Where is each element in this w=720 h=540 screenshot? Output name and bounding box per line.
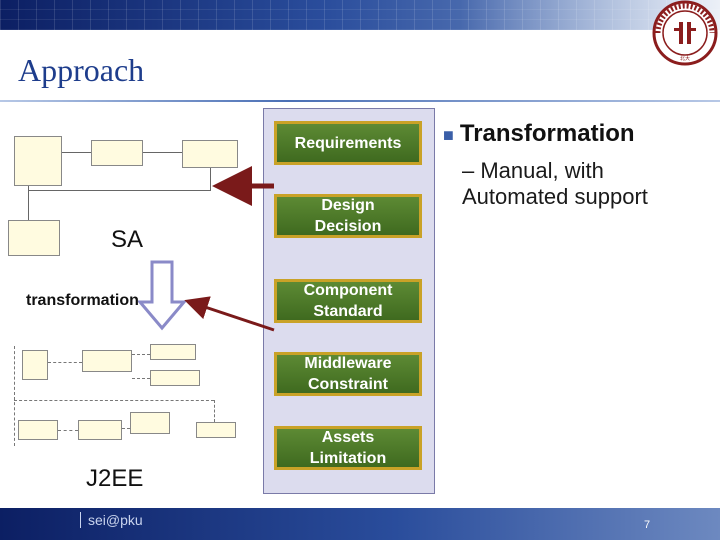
j2ee-connector [122,428,130,429]
bullet-main-text: Transformation [459,120,635,147]
j2ee-component-box [22,350,48,380]
header-band [0,0,720,30]
slide-title: Approach [18,52,145,88]
j2ee-connector [48,362,82,363]
sa-architecture-diagram [6,128,258,263]
footer-band [0,508,720,540]
title-divider [0,100,720,102]
bullet-transformation: ■Transformation [443,120,635,148]
middleware-constraint-label-line1: Middleware [304,355,392,372]
j2ee-architecture-diagram [4,340,256,460]
j2ee-component-box [82,350,132,372]
sa-label: SA [111,226,144,253]
page-number: 7 [644,519,651,531]
down-arrow-icon [138,260,186,331]
j2ee-component-box [196,422,236,438]
j2ee-component-box [150,370,200,386]
sa-connector [28,190,211,191]
j2ee-component-box [130,412,170,434]
requirements-label: Requirements [294,134,402,152]
sa-component-box [91,140,143,166]
j2ee-label: J2EE [86,465,144,492]
j2ee-connector [132,378,150,379]
sa-connector [62,152,91,153]
sa-component-box [8,220,60,256]
j2ee-connector [132,354,150,355]
sa-connector [210,168,211,190]
j2ee-connector [214,400,215,422]
transformation-label: transformation [26,292,139,309]
sa-connector [143,152,182,153]
component-standard-label-line1: Component [303,282,393,299]
sa-connector [28,186,29,220]
component-standard-label-line2: Standard [313,303,383,320]
logo-text: 北大 [680,55,690,62]
j2ee-component-box [18,420,58,440]
middleware-constraint-label-line2: Constraint [307,376,388,393]
bullet-sub-text: – Manual, with Automated support [462,158,648,209]
j2ee-component-box [78,420,122,440]
design-decision-label-line2: Decision [314,218,382,235]
bullet-square-icon: ■ [443,125,454,145]
design-decision-label-line1: Design [321,197,375,214]
assets-limitation-label-line1: Assets [321,429,375,446]
requirements-button[interactable]: Requirements [274,121,422,165]
j2ee-connector [14,400,214,401]
university-seal-logo: 北大 [652,0,718,66]
j2ee-component-box [150,344,196,360]
component-to-transformation-arrow [184,296,275,332]
footer-email: sei@pku [88,512,143,528]
footer-divider [80,512,81,528]
assets-limitation-label-line2: Limitation [309,450,387,467]
j2ee-connector [58,430,78,431]
sa-component-box [14,136,62,186]
sa-component-box [182,140,238,168]
j2ee-connector [14,346,15,446]
